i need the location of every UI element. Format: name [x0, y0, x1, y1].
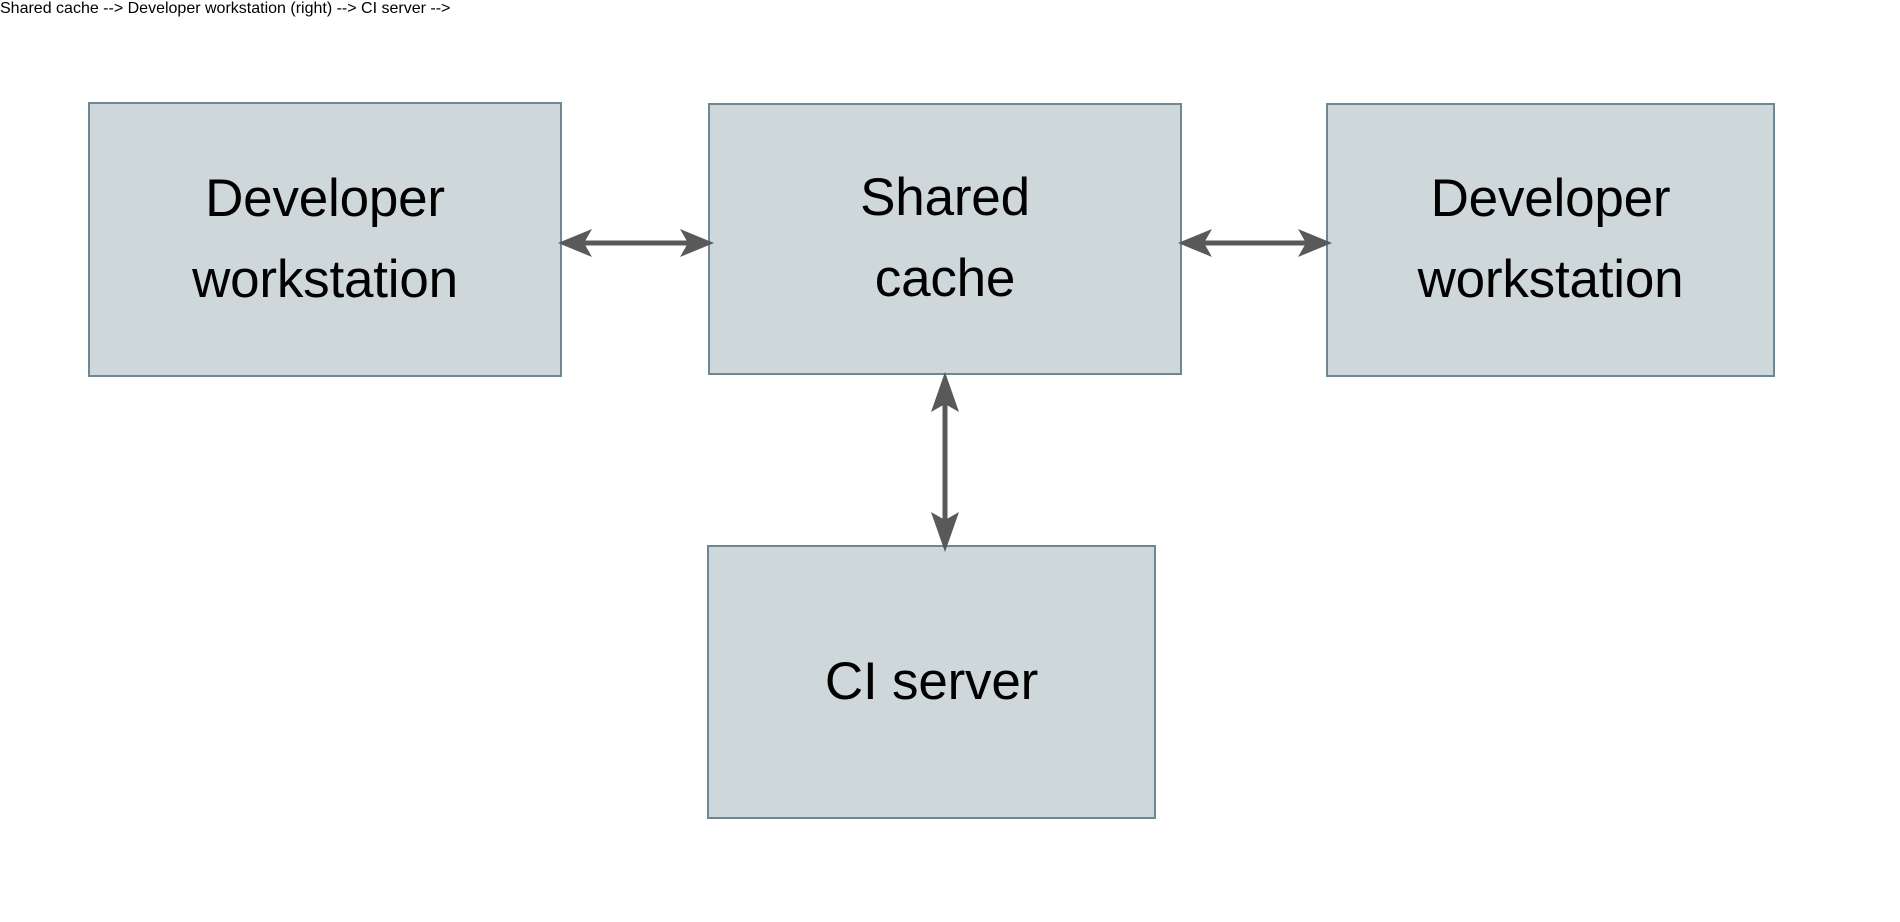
arrowhead-left-icon: [1178, 229, 1212, 257]
node-developer-workstation-right[interactable]: Developer workstation: [1326, 103, 1775, 377]
node-shared-cache[interactable]: Shared cache: [708, 103, 1182, 375]
arrowhead-down-icon: [931, 512, 959, 552]
node-label: Developer workstation: [1417, 169, 1684, 309]
arrowhead-up-icon: [931, 372, 959, 412]
arrowhead-left-icon: [558, 229, 592, 257]
arrowhead-right-icon: [680, 229, 714, 257]
edge-shared-cache-to-right-workstation[interactable]: [1178, 212, 1332, 274]
edge-left-workstation-to-shared-cache[interactable]: [558, 212, 714, 274]
node-developer-workstation-left[interactable]: Developer workstation: [88, 102, 562, 377]
node-label: Developer workstation: [192, 168, 458, 309]
arrowhead-right-icon: [1298, 229, 1332, 257]
node-label: Shared cache: [860, 168, 1030, 308]
node-ci-server[interactable]: CI server: [707, 545, 1156, 819]
edge-shared-cache-to-ci-server[interactable]: [914, 372, 976, 552]
node-label: CI server: [824, 651, 1039, 711]
